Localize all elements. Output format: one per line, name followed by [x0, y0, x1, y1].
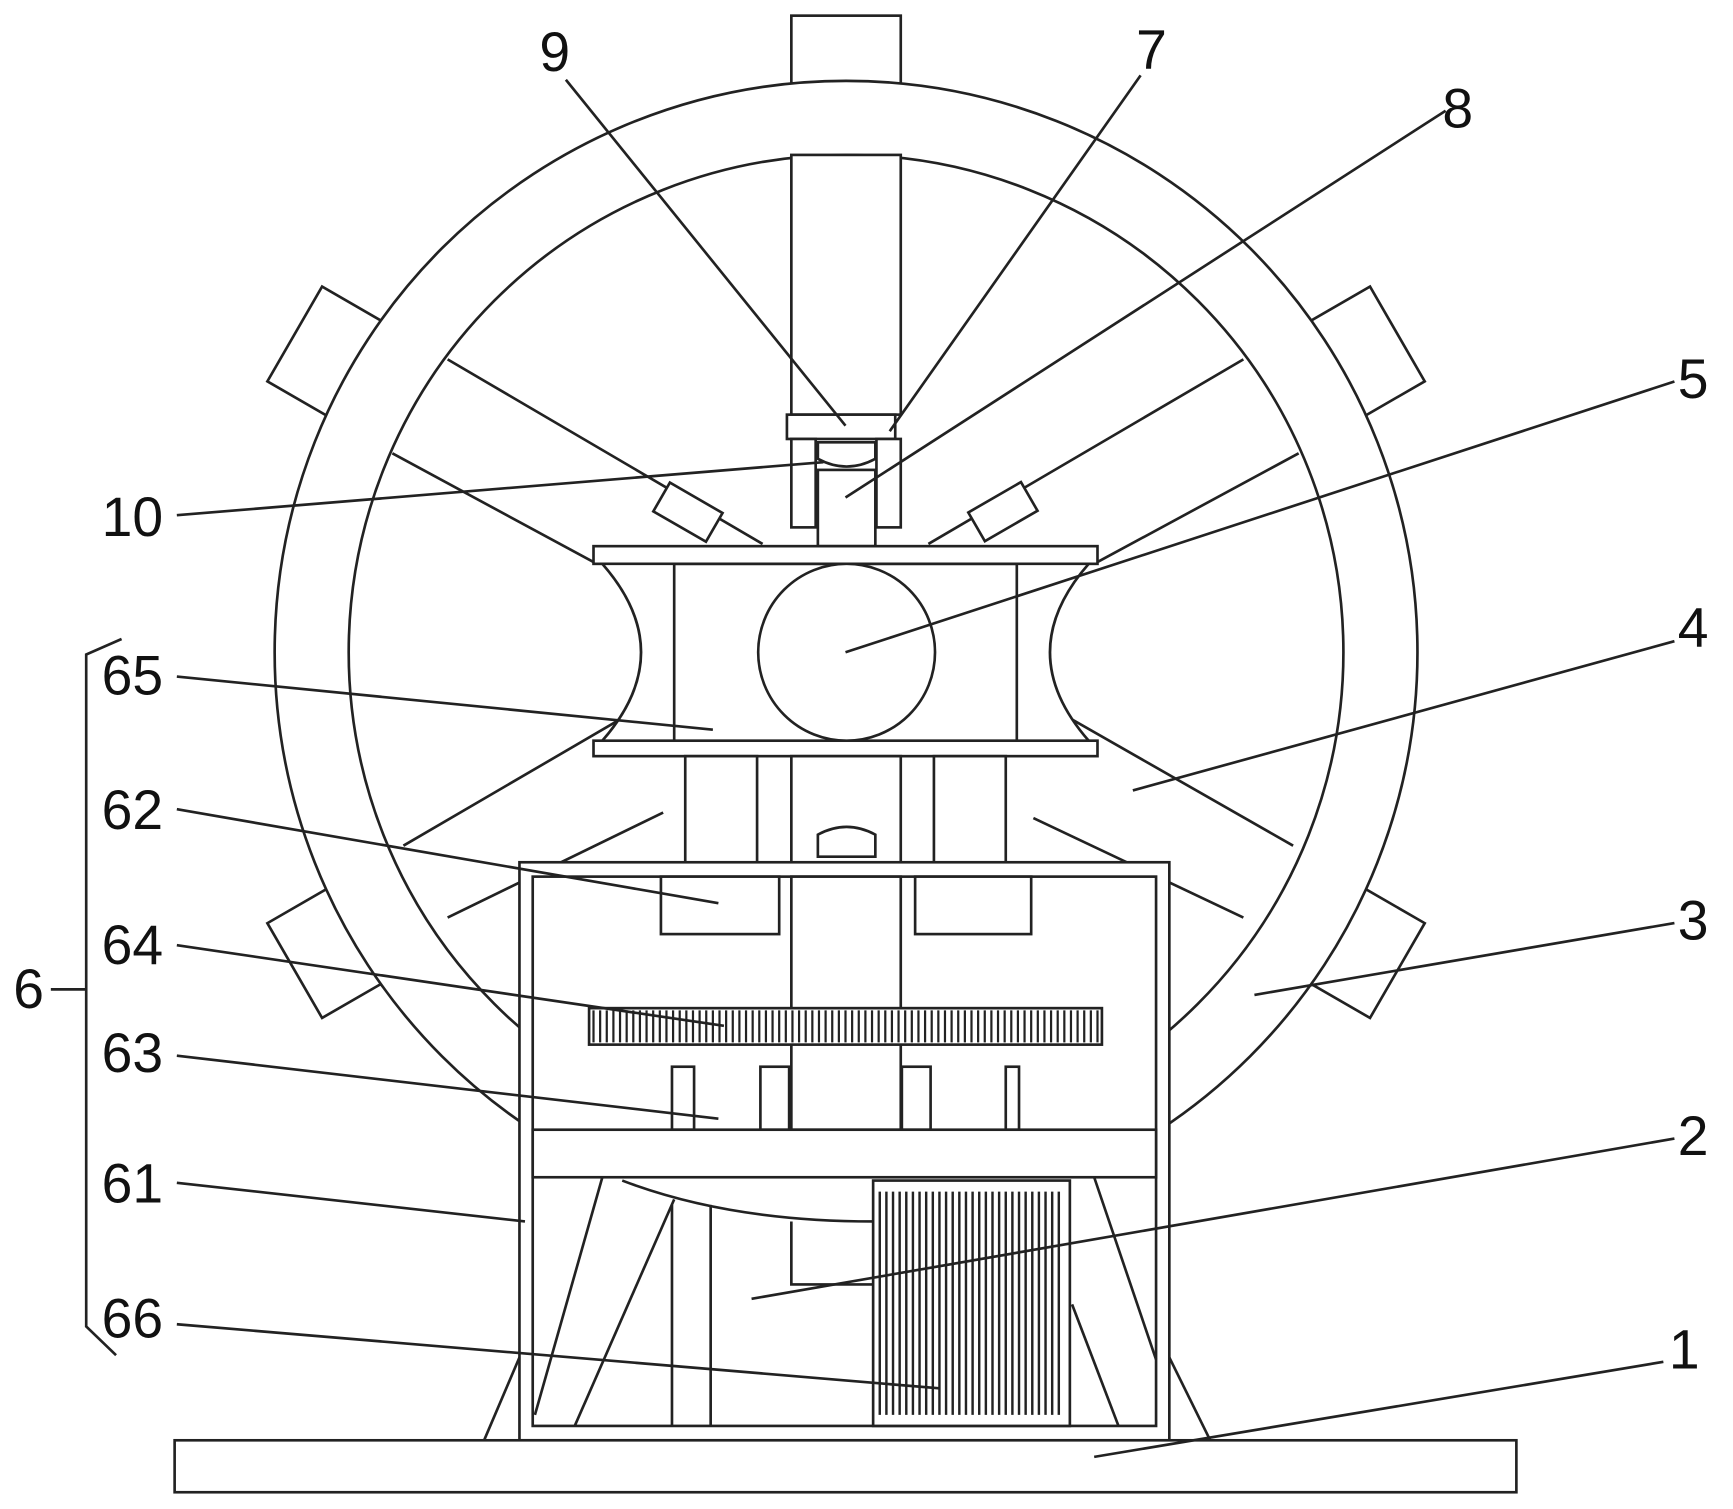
label-2: 2: [1678, 1105, 1709, 1167]
label-8: 8: [1442, 77, 1473, 139]
bracket-6: [86, 639, 121, 1355]
label-4: 4: [1678, 597, 1709, 659]
label-62: 62: [102, 779, 163, 841]
label-66: 66: [102, 1288, 163, 1350]
top-column: [791, 155, 900, 415]
label-63: 63: [102, 1022, 163, 1084]
label-6: 6: [13, 958, 44, 1020]
center-post: [791, 877, 900, 1130]
label-3: 3: [1678, 890, 1709, 952]
frame-plate: [533, 1130, 1156, 1178]
label-7: 7: [1136, 19, 1167, 81]
label-10: 10: [102, 486, 163, 548]
base-plate-1: [175, 1440, 1517, 1492]
clamp-rod-8: [818, 470, 875, 546]
label-64: 64: [102, 914, 163, 976]
block-62-right: [915, 877, 1031, 934]
block-63: [672, 1067, 694, 1130]
clamp-pad-10: [818, 442, 875, 466]
lower-pad: [818, 827, 875, 857]
label-9: 9: [539, 21, 570, 83]
clamp-arm: [791, 439, 815, 527]
label-65: 65: [102, 644, 163, 706]
clamp-arm: [876, 439, 900, 527]
block-62-left: [661, 877, 779, 934]
bottom-plate: [594, 741, 1098, 756]
top-plate: [594, 546, 1098, 564]
label-1: 1: [1669, 1318, 1700, 1380]
label-5: 5: [1678, 348, 1709, 410]
label-61: 61: [102, 1153, 163, 1215]
